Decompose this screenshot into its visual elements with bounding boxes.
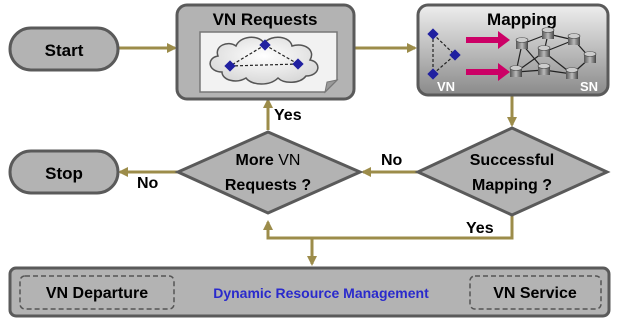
more-requests-decision: More VN Requests ?	[174, 130, 364, 215]
start-label: Start	[45, 41, 84, 60]
edge-label-no-success: No	[381, 152, 403, 169]
vn-service-box	[469, 275, 602, 310]
more-requests-line2: Requests ?	[225, 177, 311, 194]
mapping-node: Mapping	[416, 3, 610, 97]
vn-requests-node: VN Requests	[175, 3, 356, 101]
edge-label-yes-up: Yes	[274, 107, 302, 124]
more-requests-bold: More	[236, 152, 274, 169]
dynamic-resource-management-label: Dynamic Resource Management	[213, 285, 429, 301]
edge-label-yes-down: Yes	[466, 220, 494, 237]
connectors	[118, 43, 517, 266]
successful-mapping-decision: Successful Mapping ?	[414, 126, 611, 217]
mapping-vn-tag: VN	[437, 79, 455, 94]
stop-label: Stop	[45, 164, 83, 183]
cloud-icon	[209, 36, 319, 85]
more-requests-line1: More VN	[236, 152, 301, 169]
start-node: Start	[8, 26, 120, 72]
vn-service-label: VN Service	[493, 285, 577, 302]
edge-label-no-stop: No	[137, 175, 159, 192]
successful-mapping-line2: Mapping ?	[472, 177, 552, 194]
vn-departure-label: VN Departure	[46, 285, 148, 302]
successful-mapping-line1: Successful	[470, 152, 554, 169]
bottom-bar: VN Departure Dynamic Resource Management…	[8, 266, 611, 318]
edge-success-yes-loop	[263, 212, 514, 240]
mapping-arrows-icon	[466, 31, 510, 81]
vn-requests-title: VN Requests	[213, 10, 318, 29]
mapping-sn-tag: SN	[580, 79, 598, 94]
vn-departure-box	[19, 275, 175, 310]
sn-router-icons	[509, 27, 597, 79]
more-requests-rest: VN	[274, 152, 301, 169]
stop-node: Stop	[8, 149, 120, 195]
mapping-title: Mapping	[487, 10, 557, 29]
